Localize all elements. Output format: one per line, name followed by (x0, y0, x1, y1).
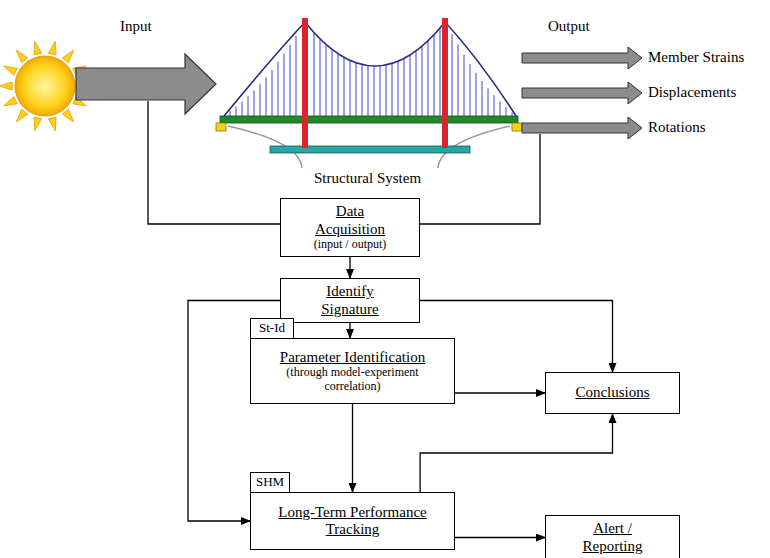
box-title: Conclusions (575, 384, 649, 401)
tag-label: St-Id (259, 321, 285, 336)
flow-arrow (349, 323, 350, 338)
flow-arrow (455, 392, 545, 393)
sun (15, 56, 75, 116)
output-quantity: Rotations (648, 119, 706, 136)
process-box: Identify Signature (280, 278, 420, 323)
tag-label: SHM (256, 475, 284, 490)
system-label: Structural System (314, 170, 421, 187)
output-quantity: Displacements (648, 84, 736, 101)
box-title: Alert / Reporting (566, 520, 659, 555)
result-box: Conclusions (545, 372, 680, 414)
box-subtitle: (through model-experiment correlation) (271, 366, 434, 394)
tag-box: St-Id (250, 318, 294, 339)
flow-arrow (420, 414, 612, 492)
box-title: Identify Signature (301, 283, 399, 318)
flow-arrow (455, 537, 545, 538)
input-wire (148, 101, 280, 224)
process-box: Data Acquisition(input / output) (280, 198, 420, 257)
output-label: Output (548, 18, 590, 35)
flow-arrow (352, 404, 353, 492)
process-box: Long-Term Performance Tracking (250, 492, 455, 550)
process-box: Parameter Identification(through model-e… (250, 338, 455, 404)
input-arrow (76, 54, 216, 114)
output-wire (420, 134, 540, 224)
box-title: Long-Term Performance Tracking (271, 504, 434, 539)
box-title: Parameter Identification (280, 349, 425, 366)
tag-box: SHM (250, 472, 290, 493)
output-arrows (522, 47, 642, 139)
box-title: Data Acquisition (301, 203, 399, 238)
result-box: Alert / Reporting (545, 515, 680, 558)
output-quantity: Member Strains (648, 49, 744, 66)
input-label: Input (120, 18, 152, 35)
flow-arrow (349, 257, 350, 278)
box-subtitle: (input / output) (314, 238, 387, 252)
bridge (216, 18, 522, 168)
